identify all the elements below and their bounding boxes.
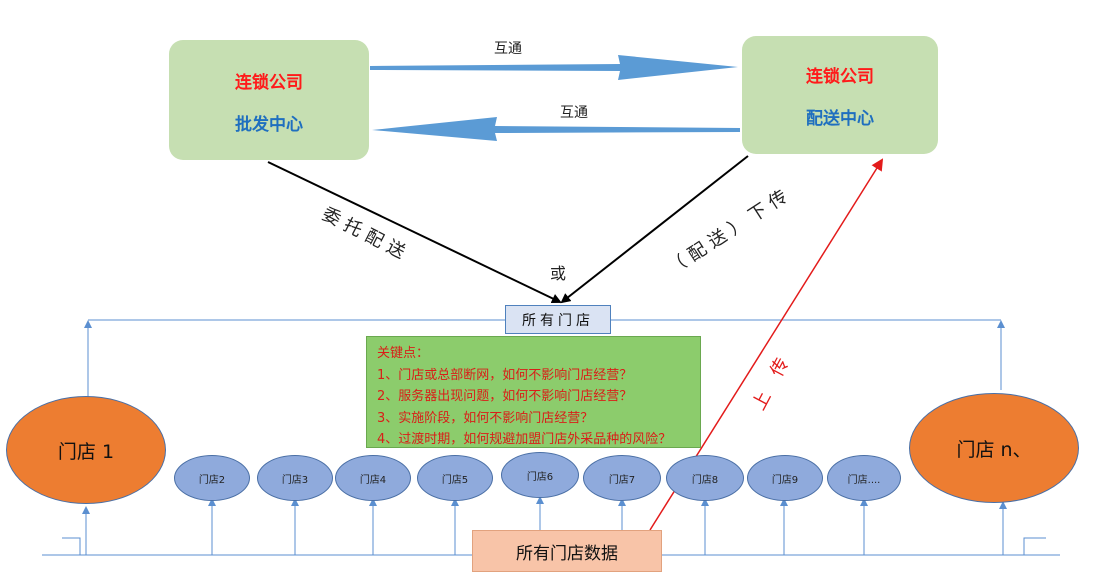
- distribution-center-box: 连锁公司 配送中心: [742, 36, 938, 154]
- key-point-2: 2、服务器出现问题，如何不影响门店经营？: [377, 389, 633, 404]
- wholesale-company-label: 连锁公司: [235, 73, 303, 93]
- all-stores-box: 所有门店: [505, 305, 611, 334]
- distribution-center-label: 配送中心: [806, 109, 874, 129]
- store-3: 门店3: [257, 455, 333, 501]
- key-point-1: 1、门店或总部断网，如何不影响门店经营？: [377, 367, 633, 383]
- store-n: 门店 n、: [909, 393, 1079, 503]
- link-label-bottom: 互通: [560, 105, 588, 121]
- store-2: 门店2: [174, 455, 250, 501]
- interchange-arrow-left: [372, 117, 740, 141]
- wholesale-center-label: 批发中心: [235, 115, 303, 135]
- key-points-box: 关键点： 1、门店或总部断网，如何不影响门店经营？ 2、服务器出现问题，如何不影…: [366, 336, 701, 448]
- distribution-company-label: 连锁公司: [806, 67, 874, 87]
- store-5: 门店5: [417, 455, 493, 501]
- store-4: 门店4: [335, 455, 411, 501]
- or-label: 或: [550, 264, 567, 283]
- store-more: 门店....: [827, 455, 901, 501]
- dispatch-edge: [560, 155, 749, 304]
- link-label-top: 互通: [494, 41, 522, 57]
- interchange-arrow-right: [370, 55, 738, 80]
- key-point-3: 3、实施阶段，如何不影响门店经营？: [377, 410, 594, 426]
- key-point-4: 4、过渡时期，如何规避加盟门店外采品种的风险？: [377, 432, 672, 447]
- wholesale-center-box: 连锁公司 批发中心: [169, 40, 369, 160]
- key-points-title: 关键点：: [377, 346, 430, 361]
- store-6: 门店6: [501, 452, 579, 498]
- delegate-edge: [267, 161, 562, 304]
- all-store-data-box: 所有门店数据: [472, 530, 662, 572]
- store-7: 门店7: [583, 455, 661, 501]
- store-9: 门店9: [747, 455, 823, 501]
- store-8: 门店8: [666, 455, 744, 501]
- store-1: 门店 1: [6, 396, 166, 504]
